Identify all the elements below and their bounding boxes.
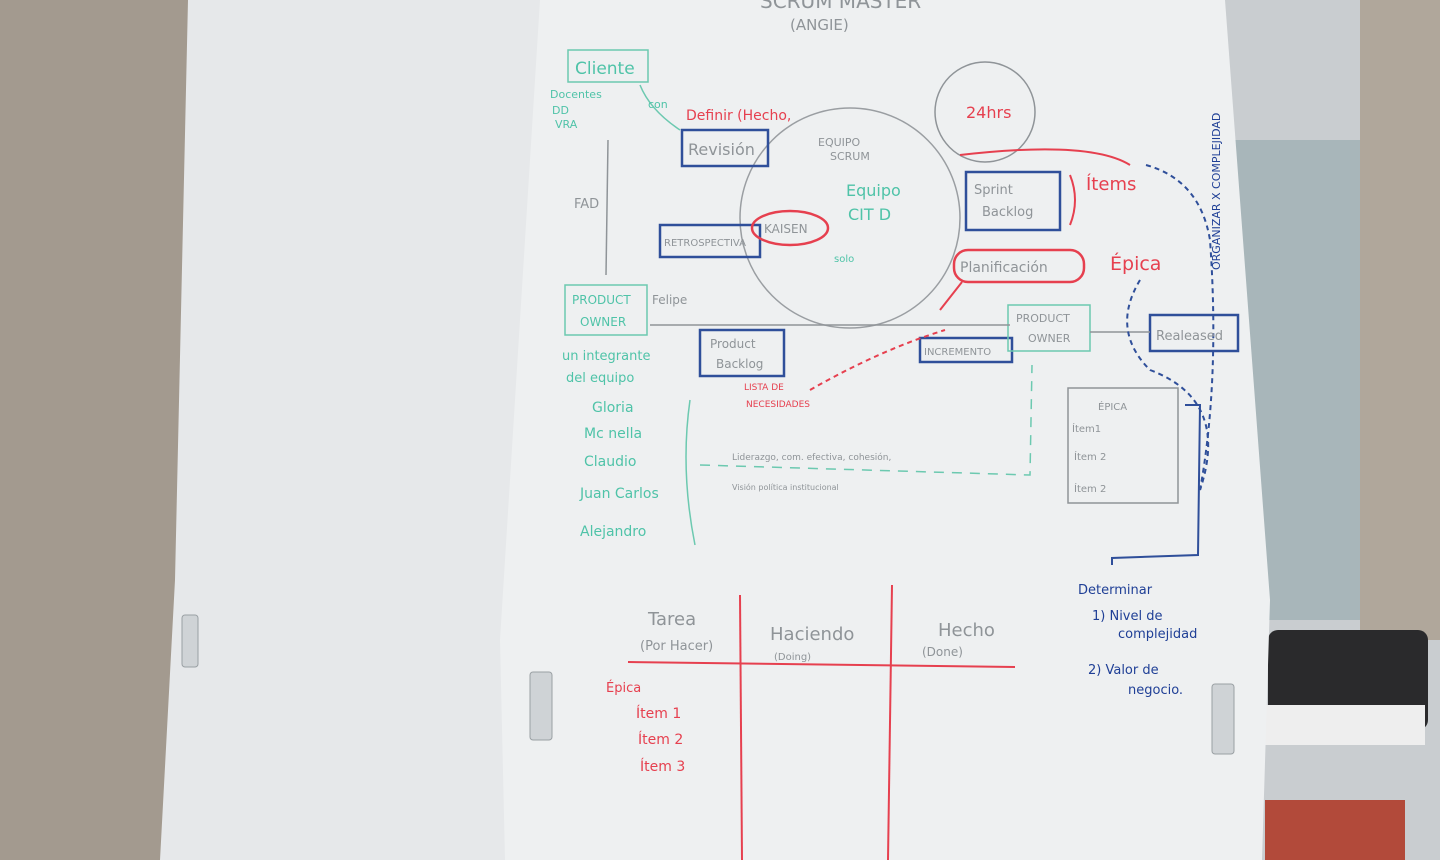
- kanban-card: Épica: [606, 680, 641, 696]
- kanban-subheader: (Done): [922, 645, 963, 659]
- equipo-scrum-label: SCRUM: [830, 150, 870, 163]
- angie-label: (ANGIE): [790, 16, 849, 34]
- lista-necesidades-label: NECESIDADES: [746, 400, 810, 410]
- kanban-card: Ítem 1: [636, 705, 681, 722]
- fad-label: FAD: [574, 197, 599, 212]
- product-owner-label-right: OWNER: [1028, 332, 1071, 345]
- kanban-subheader: (Por Hacer): [640, 639, 713, 654]
- vision-label: Visión política institucional: [732, 482, 839, 492]
- team-member-name: Alejandro: [580, 524, 646, 540]
- kanban-subheader: (Doing): [774, 652, 811, 663]
- revision-label: Revisión: [688, 140, 755, 159]
- incremento-label: INCREMENTO: [924, 347, 991, 358]
- kanban-card: Ítem 2: [638, 731, 683, 748]
- equipo-cit-label: Equipo: [846, 181, 901, 200]
- product-backlog-label: Product: [710, 337, 756, 351]
- product-owner-label-right: PRODUCT: [1016, 312, 1070, 325]
- determinar-item: complejidad: [1118, 627, 1197, 642]
- team-member-name: Mc nella: [584, 426, 642, 442]
- board-handle[interactable]: [1211, 683, 1235, 755]
- kanban-header-done: Hecho: [938, 620, 995, 641]
- chair-seat: [1265, 800, 1405, 860]
- determinar-item: negocio.: [1128, 683, 1183, 698]
- determinar-item: 2) Valor de: [1088, 663, 1159, 678]
- integrante-label: del equipo: [566, 371, 634, 386]
- retrospectiva-label: RETROSPECTIVA: [664, 238, 746, 249]
- epica-card-item: Ítem 2: [1074, 450, 1106, 463]
- organizar-label: ORGANIZAR X COMPLEJIDAD: [1210, 113, 1223, 270]
- product-owner-label: OWNER: [580, 315, 626, 329]
- realeased-label: Realeased: [1156, 329, 1223, 344]
- concrete-wall: [0, 0, 200, 860]
- lista-necesidades-label: LISTA DE: [744, 383, 784, 393]
- epica-card-title: ÉPICA: [1098, 400, 1127, 413]
- docentes-label: Docentes: [550, 88, 602, 101]
- integrante-label: un integrante: [562, 349, 650, 364]
- con-label: con: [648, 98, 668, 111]
- sprint-backlog-label: Sprint: [974, 183, 1013, 198]
- left-board-panel: [160, 0, 545, 860]
- product-backlog-label: Backlog: [716, 357, 763, 371]
- determinar-label: Determinar: [1078, 583, 1153, 598]
- docentes-label: DD: [552, 104, 569, 117]
- epica-card-item: Ítem 2: [1074, 482, 1106, 495]
- planificacion-label: Planificación: [960, 260, 1048, 276]
- equipo-scrum-label: EQUIPO: [818, 136, 861, 149]
- liderazgo-label: Liderazgo, com. efectiva, cohesión,: [732, 452, 891, 463]
- felipe-label: Felipe: [652, 293, 687, 307]
- scrum-master-label: SCRUM MASTER: [760, 0, 921, 13]
- main-board-panel: [500, 0, 1270, 860]
- kanban-header-todo: Tarea: [647, 609, 696, 630]
- epica-card-item: Ítem1: [1072, 422, 1101, 435]
- sprint-backlog-label: Backlog: [982, 205, 1033, 220]
- kaisen-label: KAISEN: [764, 222, 808, 236]
- board-handle[interactable]: [529, 671, 553, 741]
- board-handle[interactable]: [181, 614, 199, 668]
- items-label: Ítems: [1086, 173, 1136, 195]
- definir-label: Definir (Hecho,: [686, 108, 791, 124]
- determinar-item: 1) Nivel de: [1092, 609, 1163, 624]
- desk: [1260, 705, 1425, 745]
- cliente-label: Cliente: [575, 59, 635, 79]
- team-member-name: Gloria: [592, 400, 634, 416]
- concrete-pillar: [1360, 0, 1440, 640]
- product-owner-label: PRODUCT: [572, 293, 631, 307]
- team-member-name: Juan Carlos: [579, 486, 659, 502]
- equipo-cit-label: CIT D: [848, 205, 891, 224]
- solo-label: solo: [834, 254, 854, 265]
- 24hrs-label: 24hrs: [966, 103, 1011, 122]
- team-member-name: Claudio: [584, 454, 636, 470]
- epica-label: Épica: [1110, 252, 1161, 275]
- docentes-label: VRA: [555, 118, 578, 131]
- kanban-header-doing: Haciendo: [770, 624, 854, 645]
- kanban-card: Ítem 3: [640, 758, 685, 775]
